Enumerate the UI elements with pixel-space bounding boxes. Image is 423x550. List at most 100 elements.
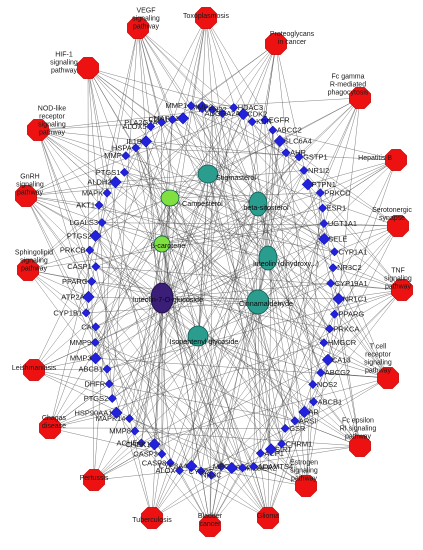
pathway-octagon: [265, 33, 287, 55]
target-node-abcb1-45: ABCB1: [309, 397, 342, 407]
network-edge: [211, 289, 403, 476]
target-node-ptpn1-60: PTPN1: [301, 178, 336, 191]
network-edge: [303, 97, 361, 171]
target-node-cyp1a1-55: CYP1A1: [329, 247, 367, 257]
network-edge: [191, 301, 259, 467]
target-node-mpo-35: MPO: [213, 462, 230, 472]
network-edge: [161, 243, 330, 330]
target-node-egfr-66: EGFR: [260, 115, 290, 125]
target-diamond: [309, 397, 319, 407]
network-edge: [49, 107, 234, 429]
target-label: HDAC3: [238, 103, 263, 112]
pathway-node-toxoplasmosis: Toxoplasmosis: [183, 7, 229, 29]
target-node-nos2-46: NOS2: [308, 379, 337, 390]
target-node-prkcb-13: PRKCB: [60, 245, 95, 255]
network-edge: [205, 17, 308, 185]
target-node-ache-27: ACHE: [117, 438, 146, 448]
pathway-octagon: [199, 515, 221, 537]
network-edge: [338, 97, 361, 299]
ingredient-node-luteolin-dihydroxy: luteolin (dihydroxy...): [253, 245, 319, 271]
network-edge: [95, 97, 361, 237]
target-label: PTPN1: [312, 180, 336, 189]
network-edge: [197, 109, 213, 337]
target-diamond: [139, 135, 153, 148]
target-label: CA13: [332, 355, 351, 364]
network-edge: [49, 383, 110, 429]
network-edge: [135, 147, 397, 161]
target-node-akt1-10: AKT1: [76, 200, 104, 210]
target-diamond: [264, 443, 278, 456]
target-node-acp1-39: ACP1: [255, 448, 284, 458]
target-label: PRKCA: [334, 324, 360, 333]
network-edge: [137, 27, 151, 127]
target-node-mapk1-0: MAPK1: [154, 112, 190, 125]
pathway-octagon: [83, 469, 105, 491]
network-edge: [33, 369, 113, 399]
target-diamond: [121, 151, 131, 161]
target-label: CYP3A4: [159, 462, 188, 471]
network-edge: [190, 105, 209, 175]
target-label: ATP2A: [61, 292, 84, 301]
target-diamond: [216, 462, 226, 472]
target-diamond: [318, 232, 331, 246]
network-edge: [257, 238, 325, 303]
target-node-pparg-51: PPARG: [329, 309, 364, 319]
network-edge: [27, 269, 87, 314]
network-edge: [93, 359, 329, 481]
network-edge: [279, 97, 361, 142]
pathway-octagon: [23, 359, 45, 381]
network-edge: [25, 195, 222, 467]
network-edge: [324, 225, 399, 240]
network-edge: [27, 269, 330, 330]
target-diamond: [102, 364, 112, 374]
network-edge: [243, 114, 269, 259]
network-edge: [161, 243, 325, 343]
target-label: SELE: [328, 234, 347, 243]
pathway-node-glioma: Glioma: [257, 507, 279, 529]
target-diamond: [318, 203, 328, 213]
network-edge: [169, 197, 296, 421]
target-node-esr1-58: ESR1: [318, 203, 346, 213]
network-edge: [25, 195, 155, 445]
network-edge: [212, 109, 269, 519]
network-edge: [257, 301, 321, 373]
network-edge: [137, 27, 223, 114]
network-edge: [25, 195, 100, 206]
network-edge: [191, 97, 361, 467]
network-edge: [304, 225, 399, 413]
target-node-mmp8-26: MMP8: [109, 426, 140, 436]
target-diamond: [157, 117, 167, 127]
network-edge: [151, 170, 305, 519]
network-edge: [134, 430, 361, 447]
target-diamond: [260, 115, 270, 125]
target-node-alox-31: ALOX: [155, 465, 185, 476]
target-node-adamts4-38: ADAMTS4: [249, 461, 293, 471]
network-edge: [137, 27, 173, 120]
network-edge: [257, 301, 272, 450]
network-edge: [93, 251, 335, 481]
network-edge: [209, 140, 281, 527]
target-diamond: [195, 100, 209, 114]
target-node-layer: MAPK1CDK1PLA2G2AALOX5IL1BHSPAMMPPTGS1ALD…: [53, 100, 368, 480]
target-diamond: [94, 200, 104, 210]
network-edge: [272, 130, 307, 487]
network-edge: [86, 173, 209, 314]
network-edge: [95, 342, 307, 487]
pathway-octagon: [195, 7, 217, 29]
network-edge: [115, 173, 209, 183]
ingredient-ellipse: [150, 282, 174, 314]
network-edge: [169, 113, 244, 199]
target-node-mmp9-19: MMP9: [70, 337, 100, 348]
target-node-mmp-6: MMP: [104, 151, 131, 161]
target-node-abcg2-47: ABCG2: [316, 368, 350, 378]
pathway-octagon: [15, 185, 37, 207]
network-edge: [191, 203, 259, 467]
network-edge: [212, 109, 259, 303]
network-edge: [112, 203, 259, 399]
target-node-hdac3-69: HDAC3: [229, 103, 263, 113]
network-edge: [197, 335, 254, 467]
